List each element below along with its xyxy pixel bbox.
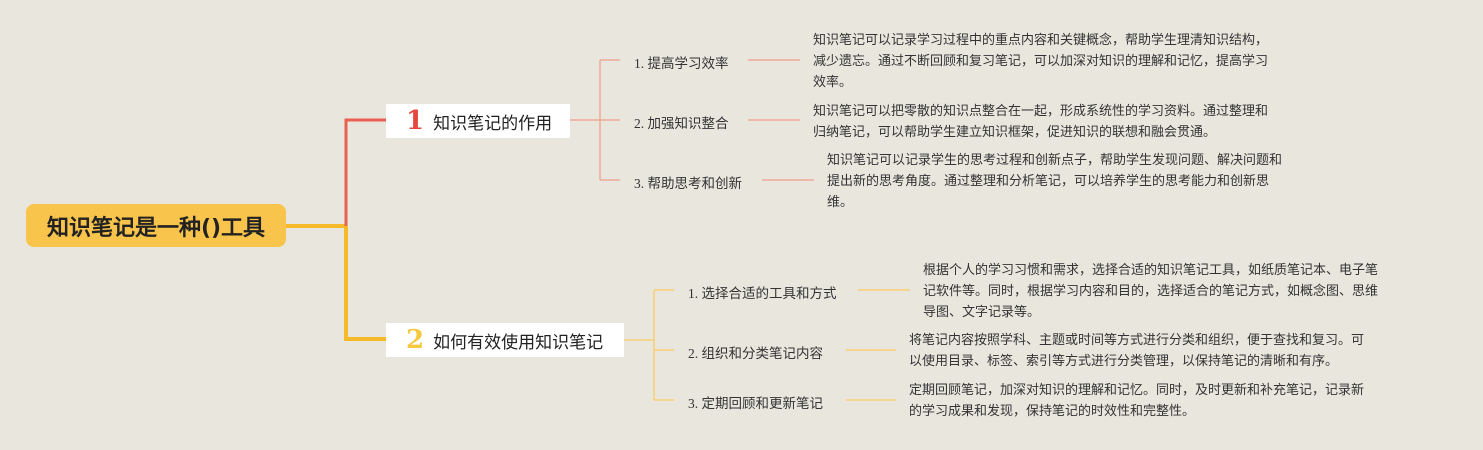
desc-line: 效率。 (813, 75, 853, 90)
desc-line: 定期回顾笔记，加深对知识的理解和记忆。同时，及时更新和补充笔记，记录新 (909, 383, 1365, 398)
branch-2-number: 2 (406, 325, 425, 355)
branch-1[interactable]: 1 知识笔记的作用 (386, 104, 570, 138)
branch-1-item-2[interactable]: 2. 加强知识整合 (634, 116, 729, 131)
branch-2-item-1-desc: 根据个人的学习习惯和需求，选择合适的知识笔记工具，如纸质笔记本、电子笔 记软件等… (923, 260, 1378, 323)
branch-2-item-2-desc: 将笔记内容按照学科、主题或时间等方式进行分类和组织，便于查找和复习。可 以使用目… (909, 330, 1364, 372)
branch-2-label: 如何有效使用知识笔记 (433, 332, 604, 353)
desc-line: 知识笔记可以记录学生的思考过程和创新点子，帮助学生发现问题、解决问题和 (827, 153, 1283, 168)
desc-line: 导图、文字记录等。 (923, 305, 1041, 320)
branch-1-item-1[interactable]: 1. 提高学习效率 (634, 56, 729, 71)
branch-2[interactable]: 2 如何有效使用知识笔记 (386, 323, 624, 357)
desc-line: 根据个人的学习习惯和需求，选择合适的知识笔记工具，如纸质笔记本、电子笔 (923, 263, 1379, 278)
branch-2-children-connector (624, 289, 674, 401)
branch-1-label: 知识笔记的作用 (433, 113, 553, 134)
branch-1-item-3[interactable]: 3. 帮助思考和创新 (634, 176, 742, 191)
branch-1-desc-connectors (748, 59, 814, 181)
branch-2-desc-connectors (846, 289, 910, 401)
branch-1-children-connector (570, 59, 620, 181)
branch-2-item-1[interactable]: 1. 选择合适的工具和方式 (688, 286, 837, 301)
desc-line: 记软件等。同时，根据学习内容和目的，选择适合的笔记方式，如概念图、思维 (923, 284, 1379, 299)
desc-line: 归纳笔记，可以帮助学生建立知识框架，促进知识的联想和融会贯通。 (813, 125, 1217, 140)
branch-2-connector (344, 226, 386, 341)
branch-1-item-3-desc: 知识笔记可以记录学生的思考过程和创新点子，帮助学生发现问题、解决问题和 提出新的… (827, 150, 1282, 213)
desc-line: 以使用目录、标签、索引等方式进行分类管理，以保持笔记的清晰和有序。 (909, 354, 1339, 369)
desc-line: 知识笔记可以记录学习过程中的重点内容和关键概念，帮助学生理清知识结构， (813, 33, 1269, 48)
branch-2-item-3[interactable]: 3. 定期回顾和更新笔记 (688, 396, 823, 411)
desc-line: 维。 (827, 195, 854, 210)
branch-1-number: 1 (406, 106, 425, 136)
branch-1-item-1-desc: 知识笔记可以记录学习过程中的重点内容和关键概念，帮助学生理清知识结构， 减少遗忘… (813, 30, 1268, 93)
desc-line: 的学习成果和发现，保持笔记的时效性和完整性。 (909, 404, 1196, 419)
desc-line: 将笔记内容按照学科、主题或时间等方式进行分类和组织，便于查找和复习。可 (909, 333, 1365, 348)
desc-line: 知识笔记可以把零散的知识点整合在一起，形成系统性的学习资料。通过整理和 (813, 104, 1269, 119)
root-topic[interactable]: 知识笔记是一种()工具 (26, 204, 286, 247)
branch-2-item-3-desc: 定期回顾笔记，加深对知识的理解和记忆。同时，及时更新和补充笔记，记录新 的学习成… (909, 380, 1364, 422)
desc-line: 提出新的思考角度。通过整理和分析笔记，可以培养学生的思考能力和创新思 (827, 174, 1270, 189)
desc-line: 减少遗忘。通过不断回顾和复习笔记，可以加深对知识的理解和记忆，提高学习 (813, 54, 1269, 69)
branch-2-item-2[interactable]: 2. 组织和分类笔记内容 (688, 346, 823, 361)
branch-1-connector (344, 118, 386, 226)
branch-1-item-2-desc: 知识笔记可以把零散的知识点整合在一起，形成系统性的学习资料。通过整理和 归纳笔记… (813, 101, 1268, 143)
